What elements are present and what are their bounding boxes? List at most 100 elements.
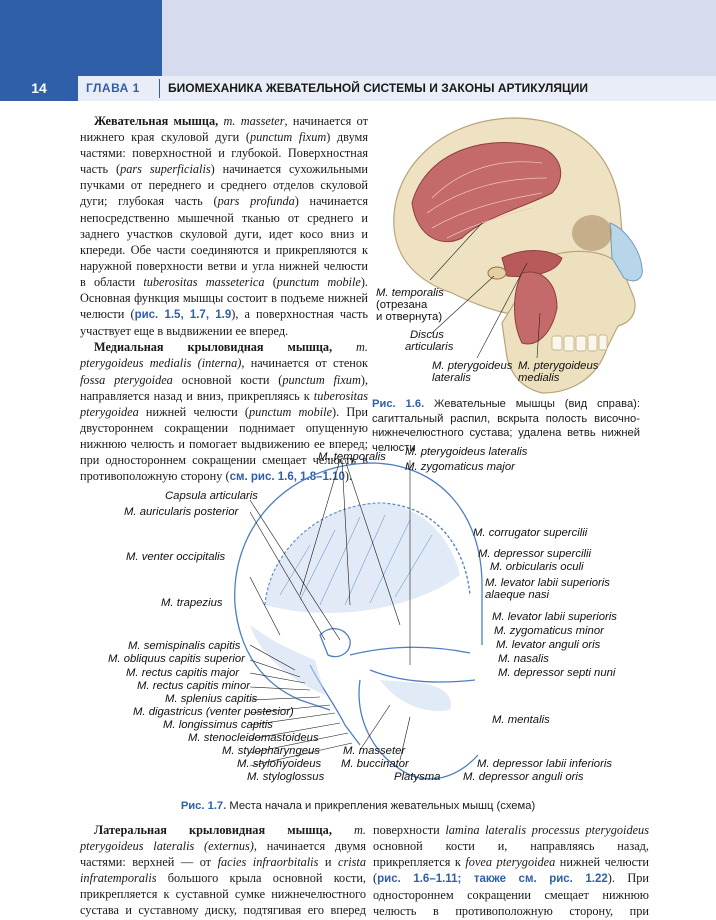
figure-reference-link[interactable]: рис. 1.6–1.11; также см. рис. 1.22 (377, 873, 608, 886)
nasal-cartilage (609, 222, 643, 282)
label-pterygoideus-lateralis: lateralis (432, 372, 471, 384)
latin-term: pars superficialis (120, 162, 211, 177)
label-m-depressor-supercilii: M. depressor supercilii (478, 548, 592, 560)
latin-term: punctum mobile (276, 274, 361, 289)
label-pterygoideus-medialis: M. pterygoideus (518, 360, 599, 372)
orbit (572, 215, 612, 251)
label-m-zygomaticus-major: M. zygomaticus major (405, 461, 515, 473)
diagram-cranium-outline (234, 462, 483, 645)
label-m-rectus-capitis-minor: M. rectus capitis minor (137, 680, 250, 692)
text-run: ). При двустороннем сокращении поднимает… (80, 404, 368, 484)
upper-teeth (551, 334, 608, 352)
latin-term: tuberositas masseterica (143, 274, 265, 289)
paragraph-masseter: Жевательная мышца, m. masseter, начинает… (80, 113, 368, 339)
label-m-venter-occipitalis: M. venter occipitalis (126, 551, 226, 563)
label-m-trapezius: M. trapezius (161, 597, 223, 609)
figure-1-7-leader-lines (249, 459, 411, 767)
diagram-muscle-areas (250, 503, 460, 711)
text-run: поверхности (373, 823, 446, 837)
label-m-styloglossus: M. styloglossus (247, 771, 325, 783)
label-m-mentalis: M. mentalis (492, 714, 550, 726)
latin-term: lamina lateralis processus pterygoideus (445, 823, 649, 837)
text-run: ). Основная функция мышцы состоит в подъ… (80, 274, 368, 322)
label-m-buccinator: M. buccinator (341, 758, 409, 770)
label-m-temporalis: M. temporalis (318, 451, 386, 463)
body-text-bottom-right: поверхности lamina lateralis processus p… (373, 822, 649, 920)
latin-term: m. pterygoideus medialis (interna) (80, 340, 368, 371)
text-run: и (318, 855, 338, 870)
label-capsula-articularis: Capsula articularis (165, 490, 258, 502)
label-m-depressor-anguli-oris: M. depressor anguli oris (463, 771, 584, 783)
diagram-mandible (358, 679, 479, 780)
label-pterygoideus-lateralis: M. pterygoideus (432, 360, 513, 372)
label-m-zygomaticus-minor: M. zygomaticus minor (494, 625, 604, 637)
figure-1-7-caption: Рис. 1.7. Места начала и прикрепления же… (0, 799, 716, 814)
text-run: , начинается от нижнего края скуловой ду… (80, 114, 368, 145)
label-m-corrugator-supercilii: M. corrugator supercilii (473, 527, 588, 539)
text-run: , начинается двумя частями: верхней — от (80, 839, 366, 870)
latin-term: punctum mobile (249, 404, 333, 419)
discus-articularis (487, 266, 507, 280)
figure-1-6-skull-illustration (393, 117, 643, 394)
figure-reference-link[interactable]: рис. 1.5, 1.7, 1.9 (134, 309, 232, 322)
running-header (0, 76, 716, 101)
text-run: ). При одностороннем сокращении смещает … (373, 871, 649, 919)
paragraph-pterygoideus-medialis: Медиальная крыловидная мышца, m. pterygo… (80, 339, 368, 485)
text-run: основной кости и, направляясь назад, при… (373, 839, 649, 870)
header-band-accent (0, 0, 162, 76)
latin-term: facies infraorbitalis (217, 855, 319, 870)
term-pterygoideus-medialis: Медиальная крыловидная мышца, (94, 340, 333, 355)
label-m-nasalis: M. nasalis (498, 653, 549, 665)
text-run: большого крыла основной кости, прикрепля… (80, 871, 366, 920)
caption-number: Рис. 1.7. (180, 800, 227, 812)
text-run: ), направляется назад и вниз, прикрепляя… (80, 372, 369, 403)
text-run: ) двумя частями: поверхностной и глубоко… (80, 130, 368, 177)
latin-term: m. masseter (218, 114, 285, 128)
label-m-depressor-septi-nuni: M. depressor septi nuni (498, 667, 616, 679)
pterygoideus-medialis-muscle (514, 271, 558, 345)
temporalis-muscle (411, 142, 562, 243)
caption-number: Рис. 1.6. (372, 398, 425, 410)
diagram-hatching (279, 514, 433, 606)
text-run: ) начинается непосредственно мышечной тк… (80, 194, 368, 289)
latin-term: tuberositas pterygoidea (80, 388, 368, 419)
label-m-orbicularis-oculi: M. orbicularis oculi (490, 561, 584, 573)
label-m-depressor-labii-inferioris: M. depressor labii inferioris (477, 758, 612, 770)
latin-term: punctum fixum (249, 130, 327, 145)
paragraph-continuation: поверхности lamina lateralis processus p… (373, 822, 649, 920)
latin-term: m. pterygoideus lateralis (externus) (80, 823, 366, 854)
latin-term: fossa pterygoidea (80, 372, 173, 387)
label-m-levator-labii-alaeque: alaeque nasi (485, 589, 550, 601)
text-run: , начинается от стенок (241, 356, 368, 371)
label-temporalis-note: (отрезана (376, 299, 428, 311)
body-text-bottom-left: Латеральная крыловидная мышца, m. pteryg… (80, 822, 366, 920)
label-m-levator-labii-superioris: M. levator labii superioris (492, 611, 617, 623)
term-pterygoideus-lateralis: Латеральная крыловидная мышца, (94, 823, 332, 837)
label-m-stylopharyngeus: M. stylopharyngeus (222, 745, 320, 757)
caption-text: Места начала и прикрепления жевательных … (226, 800, 536, 812)
chapter-title: БИОМЕХАНИКА ЖЕВАТЕЛЬНОЙ СИСТЕМЫ И ЗАКОНЫ… (168, 81, 588, 95)
label-m-rectus-capitis-major: M. rectus capitis major (126, 667, 239, 679)
label-m-digastricus: M. digastricus (venter postesior) (133, 706, 294, 718)
figure-1-7-muscle-diagram (234, 459, 483, 780)
text-run: ). (344, 469, 353, 484)
label-m-obliquus-capitis-superior: M. obliquus capitis superior (108, 653, 245, 665)
text-run: основной кости ( (172, 372, 283, 387)
label-discus: articularis (405, 341, 454, 353)
latin-term: crista infratemporalis (80, 855, 366, 886)
label-m-stylohyoideus: M. stylohyoideus (237, 758, 322, 770)
label-temporalis-note: и отвернута) (376, 311, 443, 323)
label-pterygoideus-medialis: medialis (518, 372, 560, 384)
label-m-longissimus-capitis: M. longissimus capitis (163, 719, 273, 731)
temporalis-fibers (426, 161, 548, 239)
latin-term: punctum fixum (282, 372, 361, 387)
text-run: ( (264, 274, 277, 289)
body-text-left-column: Жевательная мышца, m. masseter, начинает… (80, 113, 368, 485)
term-masseter: Жевательная мышца, (94, 114, 219, 128)
label-m-pterygoideus-lateralis: M. pterygoideus lateralis (405, 446, 528, 458)
figure-1-6-caption: Рис. 1.6. Жевательные мышцы (вид справа)… (372, 397, 640, 455)
label-discus: Discus (410, 329, 444, 341)
text-run: нижней челюсти ( (138, 404, 250, 419)
paragraph-pterygoideus-lateralis: Латеральная крыловидная мышца, m. pteryg… (80, 822, 366, 920)
chapter-label: ГЛАВА 1 (86, 81, 140, 95)
